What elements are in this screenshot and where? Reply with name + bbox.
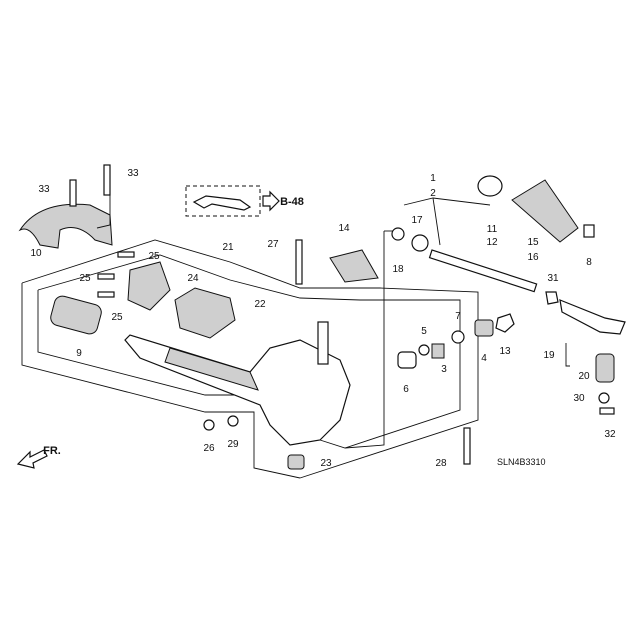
callout-5: 5	[421, 326, 427, 337]
bolt-33-a	[69, 179, 77, 207]
mounting-bracket-10	[18, 203, 113, 249]
callout-1: 1	[430, 173, 436, 184]
callout-12: 12	[486, 237, 498, 248]
callout-16: 16	[527, 252, 539, 263]
callout-26: 26	[203, 443, 215, 454]
callout-33-b: 33	[127, 168, 139, 179]
tie-rod-end-19	[559, 299, 626, 335]
assembly-outline-21	[21, 239, 479, 479]
reference-arrow-icon[interactable]	[262, 190, 280, 212]
callout-23: 23	[320, 458, 332, 469]
spring-3	[431, 343, 445, 359]
washer-18	[391, 227, 405, 241]
callout-13: 13	[499, 346, 511, 357]
bolt-25-b	[97, 273, 115, 280]
bolt-25-c	[97, 291, 115, 298]
callout-3: 3	[441, 364, 447, 375]
callout-27: 27	[267, 239, 279, 250]
nut-31	[545, 291, 559, 305]
washer-29	[227, 415, 239, 427]
callout-22: 22	[254, 299, 266, 310]
guide-6	[397, 351, 417, 369]
front-arrow-icon	[16, 449, 48, 469]
callout-19: 19	[543, 350, 555, 361]
callout-33-a: 33	[38, 184, 50, 195]
front-label: FR.	[43, 445, 61, 457]
bushing-9	[50, 295, 102, 335]
washer-7	[451, 330, 465, 344]
rack-tube	[164, 347, 259, 391]
bolt-33-b	[103, 164, 111, 196]
nut-30	[598, 392, 610, 404]
reference-label[interactable]: B-48	[280, 196, 304, 208]
callout-31: 31	[547, 273, 559, 284]
o-ring-5	[418, 344, 430, 356]
callout-25-b: 25	[79, 273, 91, 284]
callout-30: 30	[573, 393, 585, 404]
boot-20	[595, 353, 615, 383]
callout-17: 17	[411, 215, 423, 226]
callout-9: 9	[76, 348, 82, 359]
tie-rod-1	[428, 249, 538, 293]
leader-2	[344, 231, 385, 449]
callout-10: 10	[30, 248, 42, 259]
callout-20: 20	[578, 371, 590, 382]
callout-14: 14	[338, 223, 350, 234]
callout-4: 4	[481, 353, 487, 364]
callout-25-a: 25	[148, 251, 160, 262]
motor-22	[174, 287, 236, 339]
callout-6: 6	[403, 384, 409, 395]
diagram-code: SLN4B3310	[497, 457, 546, 467]
clip-8	[583, 224, 595, 238]
bracket-24	[127, 261, 171, 311]
callout-labels: 1 2 3 4 5 6 7 8 9 10 11 12 13 14 15 16 1…	[30, 168, 616, 469]
callout-11: 11	[487, 224, 498, 235]
bolt-27	[295, 239, 303, 285]
screw-4	[474, 319, 494, 337]
callout-21: 21	[222, 242, 234, 253]
callout-7: 7	[455, 311, 461, 322]
steering-rack-housing	[124, 334, 351, 446]
nut-13	[495, 313, 515, 333]
pinion-shaft	[317, 321, 329, 365]
callout-32: 32	[604, 429, 616, 440]
clip-part-icon	[192, 195, 252, 211]
leader-1-2	[403, 197, 491, 206]
bolt-25-a	[117, 251, 135, 258]
callout-18: 18	[392, 264, 404, 275]
boot-15	[511, 179, 579, 243]
reference-box	[185, 185, 261, 217]
bolt-26	[203, 419, 215, 431]
callout-8: 8	[586, 257, 592, 268]
callout-24: 24	[187, 273, 199, 284]
callout-2: 2	[430, 188, 436, 199]
callout-28: 28	[435, 458, 447, 469]
callout-15: 15	[527, 237, 539, 248]
cover-14	[329, 249, 379, 283]
bolt-28	[463, 427, 471, 465]
seal-23	[287, 454, 305, 470]
callout-29: 29	[227, 439, 239, 450]
callout-25-c: 25	[111, 312, 123, 323]
clamp-11	[477, 175, 503, 197]
washer-17	[411, 234, 429, 252]
pin-32	[599, 407, 615, 415]
